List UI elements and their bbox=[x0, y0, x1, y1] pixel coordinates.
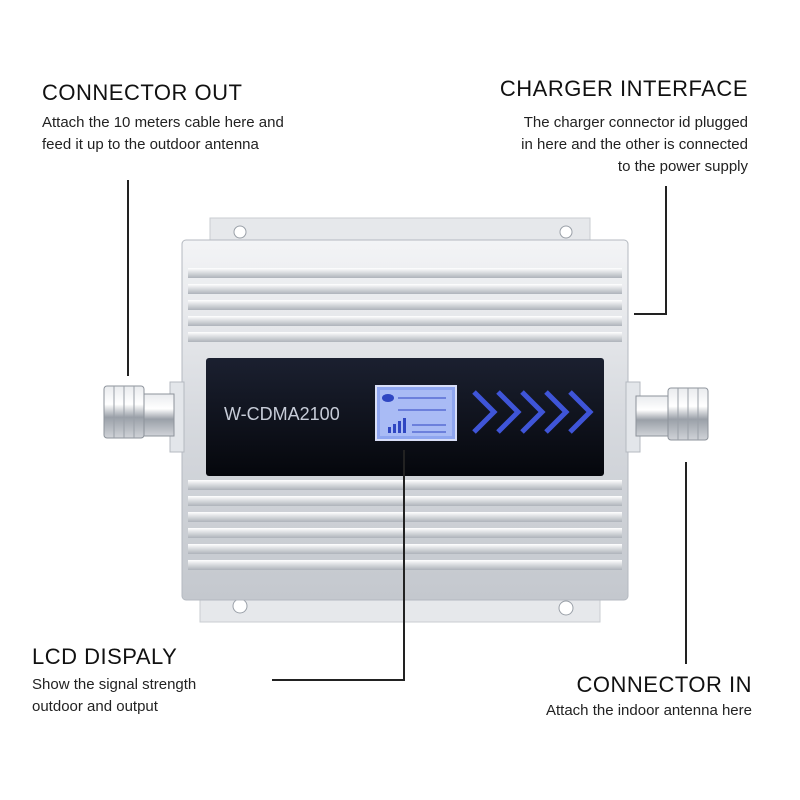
connector-out-title: CONNECTOR OUT bbox=[42, 80, 243, 105]
front-panel: W-CDMA2100 bbox=[206, 358, 604, 476]
callout-lines bbox=[127, 180, 687, 681]
charger-interface-title: CHARGER INTERFACE bbox=[499, 76, 748, 101]
top-cooling-fins bbox=[188, 268, 622, 342]
connector-in-description: Attach the indoor antenna here bbox=[546, 702, 752, 719]
lcd-callout-line bbox=[272, 450, 405, 681]
connector-in-title: CONNECTOR IN bbox=[576, 672, 752, 697]
connector-out-description: Attach the 10 meters cable here and feed… bbox=[42, 114, 284, 153]
lcd-screen bbox=[375, 385, 457, 441]
charger-interface-description: The charger connector id plugged in here… bbox=[521, 114, 748, 175]
lcd-display-title: LCD DISPALY bbox=[32, 644, 178, 669]
model-text: W-CDMA2100 bbox=[224, 404, 340, 424]
connector-in-port bbox=[625, 381, 709, 453]
connector-out-port bbox=[103, 381, 185, 453]
signal-chevrons-icon bbox=[472, 390, 594, 434]
charger-callout-line bbox=[634, 186, 667, 315]
lcd-display-description: Show the signal strength outdoor and out… bbox=[32, 676, 197, 715]
